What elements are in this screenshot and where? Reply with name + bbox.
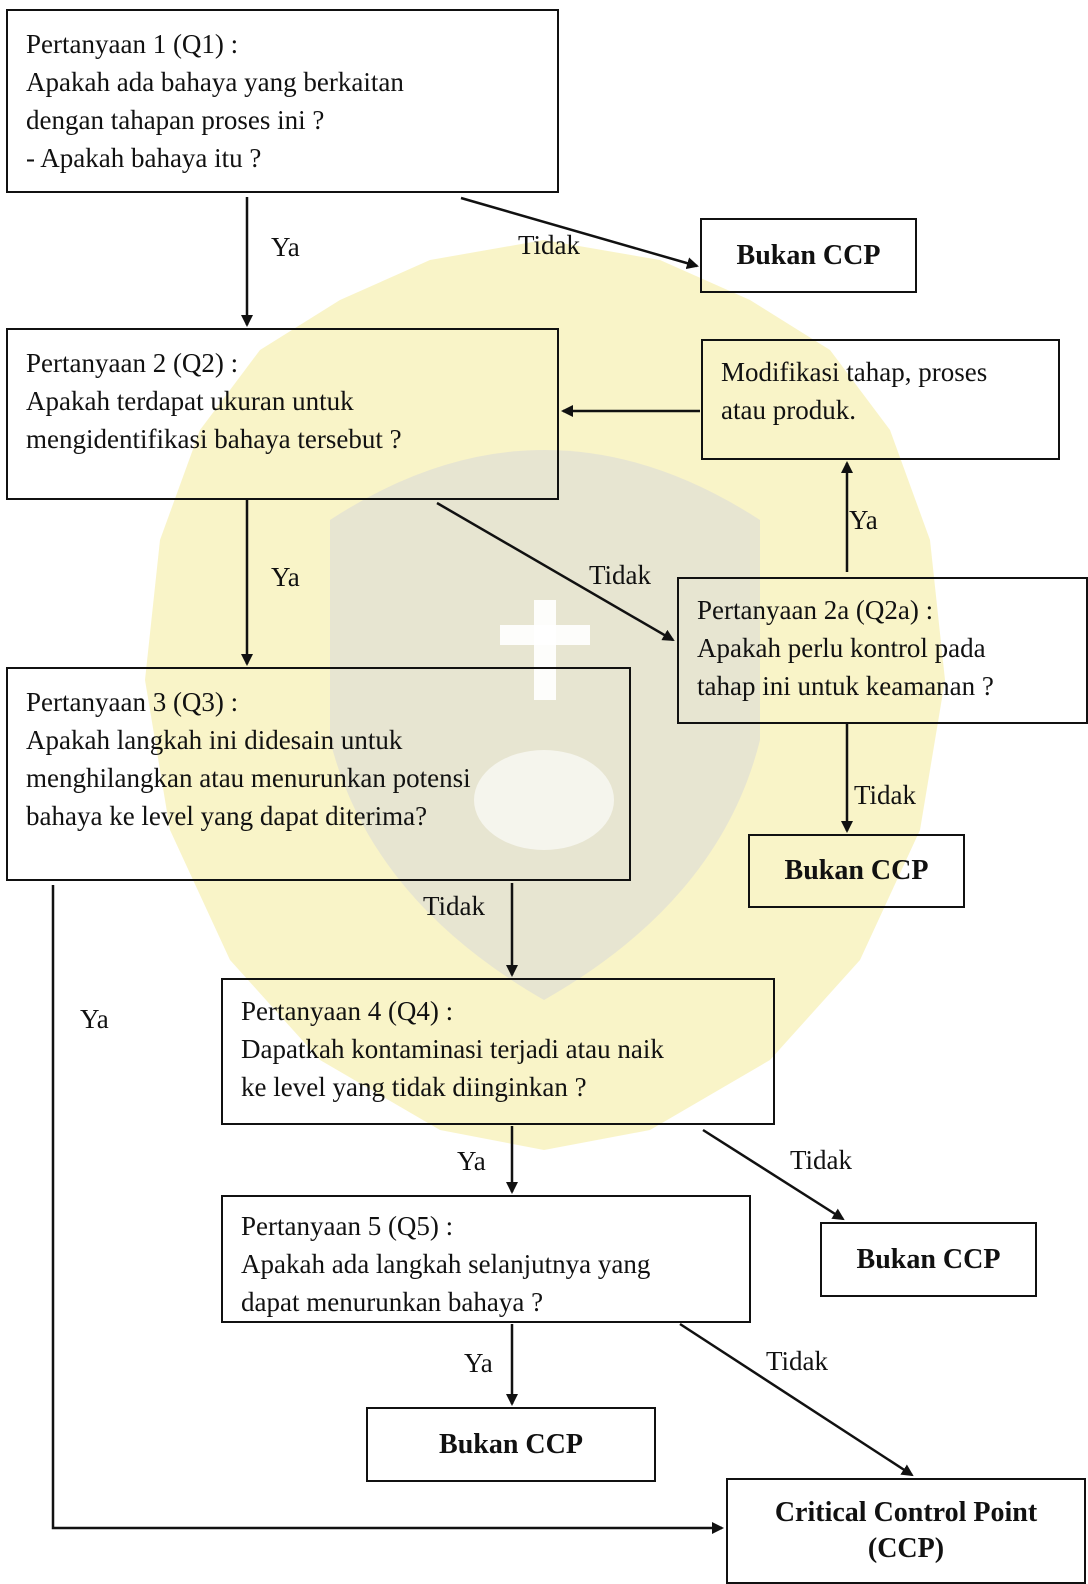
label-q1-no: Tidak [518, 230, 581, 260]
modify-step-box: Modifikasi tahap, proses atau produk. [701, 339, 1060, 460]
not-ccp-box-2: Bukan CCP [748, 834, 965, 908]
question-4-title: Pertanyaan 4 (Q4) : [241, 996, 454, 1026]
question-1-box: Pertanyaan 1 (Q1) : Apakah ada bahaya ya… [6, 9, 559, 193]
question-3-title: Pertanyaan 3 (Q3) : [26, 687, 239, 717]
not-ccp-box-4: Bukan CCP [366, 1407, 656, 1482]
question-4-line-2: ke level yang tidak diinginkan ? [241, 1072, 587, 1102]
label-q3-no: Tidak [423, 891, 486, 921]
question-2-line-2: mengidentifikasi bahaya tersebut ? [26, 424, 402, 454]
question-2-box: Pertanyaan 2 (Q2) : Apakah terdapat ukur… [6, 328, 559, 500]
question-2a-title: Pertanyaan 2a (Q2a) : [697, 595, 934, 625]
not-ccp-box-1: Bukan CCP [700, 218, 917, 293]
question-5-line-1: Apakah ada langkah selanjutnya yang [241, 1249, 651, 1279]
question-1-line-2: dengan tahapan proses ini ? [26, 105, 325, 135]
label-q4-yes: Ya [457, 1146, 486, 1176]
question-4-line-1: Dapatkah kontaminasi terjadi atau naik [241, 1034, 664, 1064]
label-q2a-no: Tidak [854, 780, 917, 810]
label-q3-yes: Ya [80, 1004, 109, 1034]
not-ccp-box-3: Bukan CCP [820, 1222, 1037, 1297]
not-ccp-label-1: Bukan CCP [736, 239, 881, 271]
question-2-line-1: Apakah terdapat ukuran untuk [26, 386, 354, 416]
ccp-label-line-1: Critical Control Point [774, 1497, 1038, 1528]
question-1-line-1: Apakah ada bahaya yang berkaitan [26, 67, 404, 97]
question-2a-box: Pertanyaan 2a (Q2a) : Apakah perlu kontr… [677, 577, 1088, 724]
question-1-title: Pertanyaan 1 (Q1) : [26, 29, 239, 59]
label-q5-no: Tidak [766, 1346, 829, 1376]
question-5-box: Pertanyaan 5 (Q5) : Apakah ada langkah s… [221, 1195, 751, 1323]
question-5-line-2: dapat menurunkan bahaya ? [241, 1287, 544, 1317]
label-q4-no: Tidak [790, 1145, 853, 1175]
label-q1-yes: Ya [271, 232, 300, 262]
not-ccp-label-4: Bukan CCP [439, 1428, 583, 1460]
label-q5-yes: Ya [464, 1348, 493, 1378]
question-3-line-3: bahaya ke level yang dapat diterima? [26, 801, 428, 831]
question-5-title: Pertanyaan 5 (Q5) : [241, 1211, 454, 1241]
not-ccp-label-2: Bukan CCP [784, 855, 929, 886]
question-1-line-3: - Apakah bahaya itu ? [26, 143, 262, 173]
not-ccp-label-3: Bukan CCP [856, 1243, 1001, 1275]
question-3-line-2: menghilangkan atau menurunkan potensi [26, 763, 471, 793]
ccp-box: Critical Control Point (CCP) [726, 1478, 1086, 1584]
label-q2-yes: Ya [271, 562, 300, 592]
question-3-line-1: Apakah langkah ini didesain untuk [26, 725, 403, 755]
question-2a-line-1: Apakah perlu kontrol pada [697, 633, 986, 663]
label-q2a-yes: Ya [849, 505, 878, 535]
label-q2-no: Tidak [589, 560, 652, 590]
ccp-label-line-2: (CCP) [867, 1533, 945, 1564]
question-4-box: Pertanyaan 4 (Q4) : Dapatkah kontaminasi… [221, 978, 775, 1125]
modify-line-1: Modifikasi tahap, proses [721, 357, 988, 387]
question-2a-line-2: tahap ini untuk keamanan ? [697, 671, 994, 701]
modify-line-2: atau produk. [721, 395, 856, 425]
question-3-box: Pertanyaan 3 (Q3) : Apakah langkah ini d… [6, 667, 631, 881]
question-2-title: Pertanyaan 2 (Q2) : [26, 348, 239, 378]
